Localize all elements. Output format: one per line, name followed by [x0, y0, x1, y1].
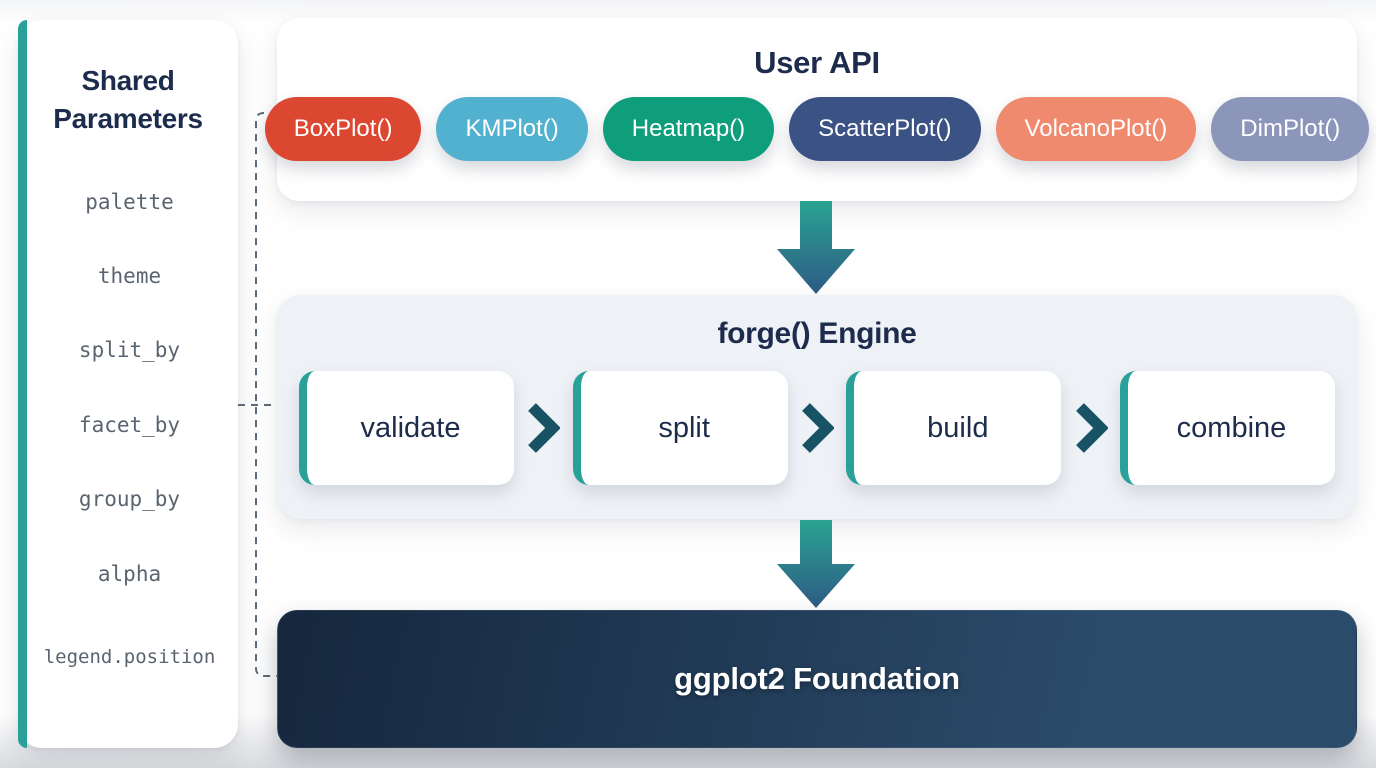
arrow-api-to-engine [777, 201, 855, 294]
pill-heatmap: Heatmap() [602, 97, 775, 161]
pill-volcanoplot: VolcanoPlot() [995, 97, 1197, 161]
sidebar-accent-bar [18, 20, 27, 748]
engine-steps-row: validate split build combine [277, 371, 1357, 485]
chevron-right-icon [528, 403, 561, 453]
param-legend-position: legend.position [43, 646, 216, 668]
shared-parameters-title-line1: Shared [81, 65, 175, 96]
chevron-path [802, 403, 834, 453]
forge-engine-card: forge() Engine validate split build comb… [277, 295, 1357, 519]
arrow1-shape [777, 201, 855, 294]
chevron-path [528, 403, 561, 453]
chevron-path [1075, 403, 1108, 453]
step-build: build [846, 371, 1062, 485]
step-combine: combine [1119, 371, 1335, 485]
arrow2-shape [777, 520, 855, 608]
user-api-pills-row: BoxPlot() KMPlot() Heatmap() ScatterPlot… [264, 97, 1370, 161]
param-palette: palette [85, 190, 174, 214]
pill-kmplot: KMPlot() [436, 97, 588, 161]
shared-parameters-panel: Shared Parameters palette theme split_by… [18, 20, 238, 748]
chevron-right-icon [802, 403, 834, 453]
shared-parameters-title-line2: Parameters [53, 103, 203, 134]
param-split-by: split_by [78, 338, 181, 362]
pill-scatterplot: ScatterPlot() [789, 97, 981, 161]
step-split: split [572, 371, 788, 485]
param-alpha: alpha [97, 562, 162, 586]
param-theme: theme [97, 264, 162, 288]
dashed-connector-bracket [255, 112, 277, 677]
step-validate: validate [299, 371, 514, 485]
foundation-title: ggplot2 Foundation [674, 661, 960, 696]
pill-boxplot: BoxPlot() [264, 97, 422, 161]
param-group-by: group_by [78, 487, 181, 511]
foundation-card: ggplot2 Foundation [277, 610, 1357, 748]
forge-engine-title: forge() Engine [717, 317, 917, 350]
shared-parameters-title: Shared Parameters [18, 62, 238, 138]
param-facet-by: facet_by [78, 413, 181, 437]
user-api-card: User API BoxPlot() KMPlot() Heatmap() Sc… [264, 18, 1370, 201]
pill-dimplot: DimPlot() [1211, 97, 1370, 161]
arrow-engine-to-foundation [777, 520, 855, 608]
chevron-right-icon [1075, 403, 1108, 453]
user-api-title: User API [754, 45, 880, 80]
